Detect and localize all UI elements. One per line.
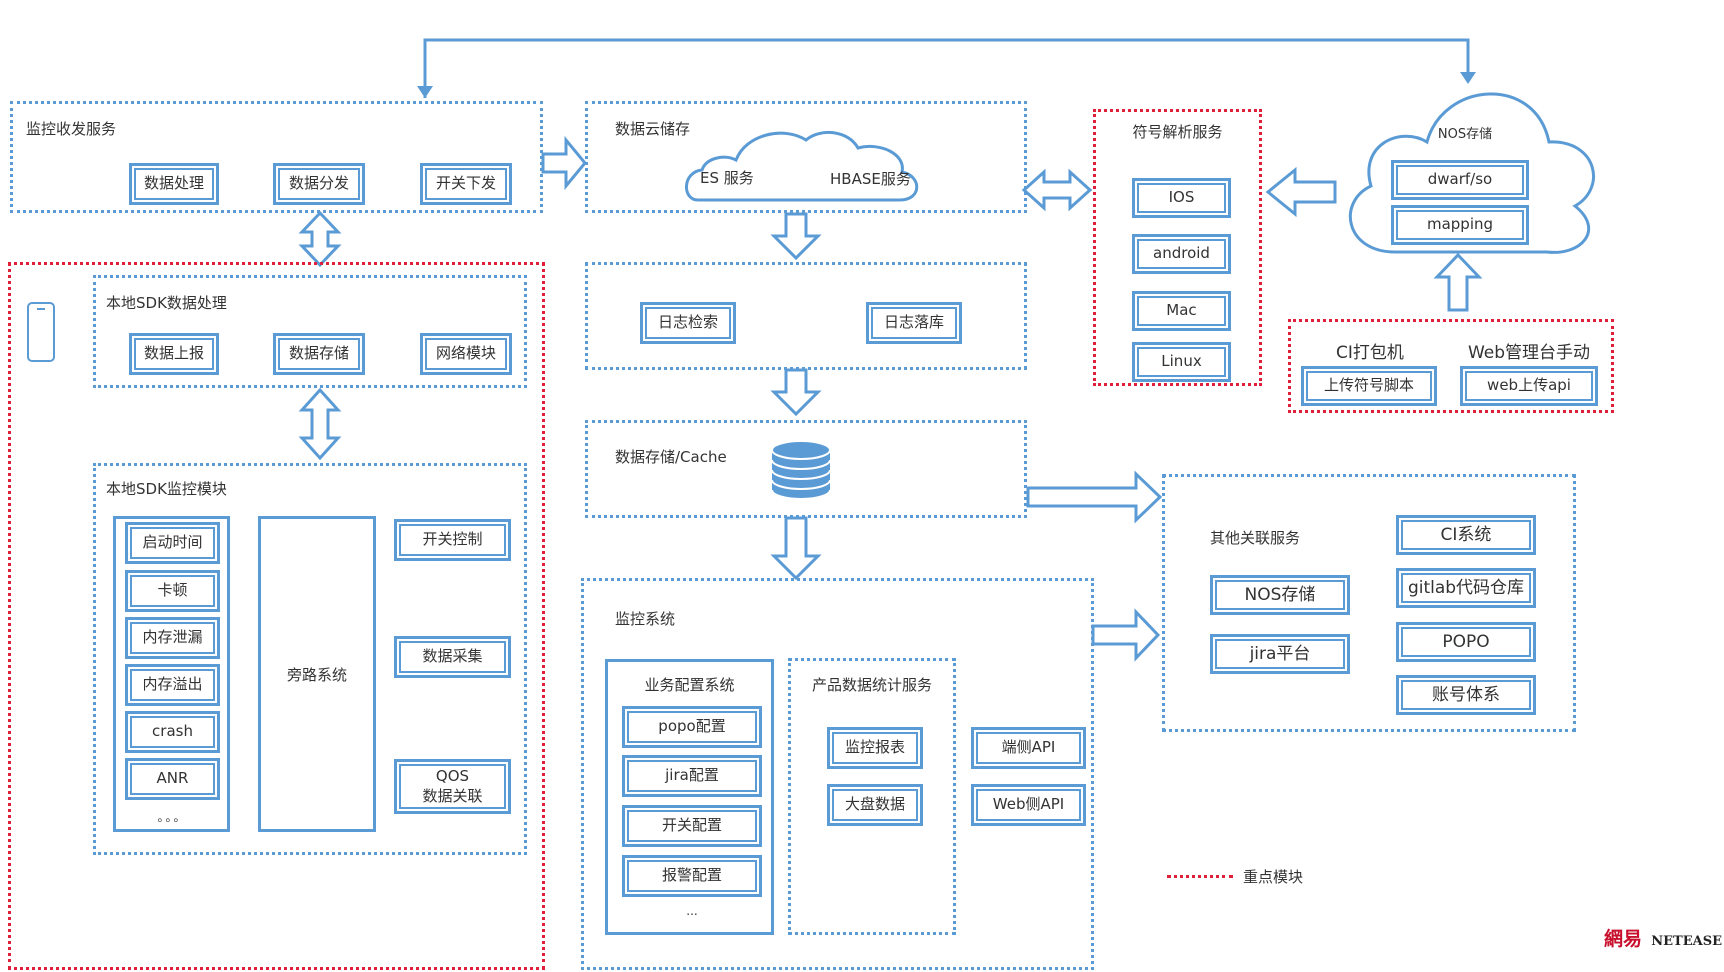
database-icon xyxy=(771,440,831,500)
monitor-report-box: 监控报表 xyxy=(827,727,923,769)
symbol-upload-sources xyxy=(1288,319,1614,413)
account-system-box: 账号体系 xyxy=(1396,675,1536,715)
memory-leak-box: 内存泄漏 xyxy=(125,617,220,659)
monitor-collect-service xyxy=(10,101,543,213)
linux-box: Linux xyxy=(1132,342,1231,382)
legend-key-module-label: 重点模块 xyxy=(1243,868,1304,886)
product-stats-service xyxy=(788,658,956,935)
monitor-more: 。。。 xyxy=(157,810,188,824)
local-sdk-monitor xyxy=(93,463,527,855)
jira-platform-box: jira平台 xyxy=(1210,634,1350,674)
legend-key-module-line xyxy=(1167,875,1233,878)
data-process-box: 数据处理 xyxy=(129,163,219,205)
config-more: ... xyxy=(686,904,698,918)
phone-icon xyxy=(27,302,55,362)
ios-box: IOS xyxy=(1132,178,1231,218)
dashboard-data-box: 大盘数据 xyxy=(827,784,923,826)
switch-config-box: 开关配置 xyxy=(622,805,762,847)
cloud-storage-title: 数据云储存 xyxy=(615,120,691,138)
jira-config-box: jira配置 xyxy=(622,755,762,797)
monitor-collect-title: 监控收发服务 xyxy=(26,120,117,138)
cache-section xyxy=(585,420,1027,518)
network-module-box: 网络模块 xyxy=(420,333,512,375)
symbol-parse-title: 符号解析服务 xyxy=(1132,123,1223,141)
monitor-system xyxy=(581,578,1094,970)
android-box: android xyxy=(1132,234,1231,274)
web-console-title: Web管理台手动 xyxy=(1467,343,1591,363)
data-collect-box: 数据采集 xyxy=(394,636,511,678)
popo-config-box: popo配置 xyxy=(622,706,762,748)
mapping-box: mapping xyxy=(1391,205,1529,245)
netease-logo: 網易 NETEASE xyxy=(1604,924,1722,951)
nos-storage-title: NOS存储 xyxy=(1437,127,1493,142)
key-module-sdk xyxy=(8,262,545,970)
web-api-box: Web侧API xyxy=(971,784,1086,826)
symbol-parse-service xyxy=(1093,109,1262,386)
netease-logo-en: NETEASE xyxy=(1651,934,1723,949)
hbase-service: HBASE服务 xyxy=(830,170,911,188)
qos-box: QOS 数据关联 xyxy=(394,759,511,814)
switch-deliver-box: 开关下发 xyxy=(420,163,512,205)
alarm-config-box: 报警配置 xyxy=(622,855,762,897)
biz-config-title: 业务配置系统 xyxy=(644,676,735,694)
data-report-box: 数据上报 xyxy=(129,333,219,375)
local-sdk-data xyxy=(93,275,527,388)
upload-symbol-script-box: 上传符号脚本 xyxy=(1301,366,1437,406)
es-service: ES 服务 xyxy=(700,169,754,187)
data-distribute-box: 数据分发 xyxy=(273,163,365,205)
other-services-title: 其他关联服务 xyxy=(1210,529,1301,547)
ci-packager-title: CI打包机 xyxy=(1336,343,1404,363)
popo-box: POPO xyxy=(1396,622,1536,662)
cloud-storage xyxy=(585,101,1027,213)
other-related-services xyxy=(1162,474,1576,732)
product-stats-title: 产品数据统计服务 xyxy=(811,676,932,694)
crash-box: crash xyxy=(125,711,220,753)
log-search-box: 日志检索 xyxy=(640,302,736,344)
ci-system-box: CI系统 xyxy=(1396,515,1536,555)
switch-control-box: 开关控制 xyxy=(394,519,511,561)
log-section xyxy=(585,262,1027,370)
local-sdk-monitor-title: 本地SDK监控模块 xyxy=(106,480,227,498)
bypass-system: 旁路系统 xyxy=(258,516,376,832)
monitor-system-title: 监控系统 xyxy=(615,610,676,628)
dwarf-so-box: dwarf/so xyxy=(1391,160,1529,200)
data-storage-box: 数据存储 xyxy=(273,333,365,375)
anr-box: ANR xyxy=(125,758,220,800)
startup-time-box: 启动时间 xyxy=(125,522,220,564)
client-api-box: 端侧API xyxy=(971,727,1086,769)
gitlab-repo-box: gitlab代码仓库 xyxy=(1396,568,1536,608)
cloud-icon xyxy=(685,130,919,202)
netease-logo-cn: 網易 xyxy=(1604,928,1643,950)
bypass-system-label: 旁路系统 xyxy=(286,665,347,684)
memory-overflow-box: 内存溢出 xyxy=(125,664,220,706)
local-sdk-data-title: 本地SDK数据处理 xyxy=(106,294,227,312)
nos-storage-box: NOS存储 xyxy=(1210,575,1350,615)
mac-box: Mac xyxy=(1132,291,1231,331)
cache-title: 数据存储/Cache xyxy=(615,448,727,466)
web-upload-api-box: web上传api xyxy=(1460,366,1598,406)
jank-box: 卡顿 xyxy=(125,570,220,612)
log-store-box: 日志落库 xyxy=(866,302,962,344)
